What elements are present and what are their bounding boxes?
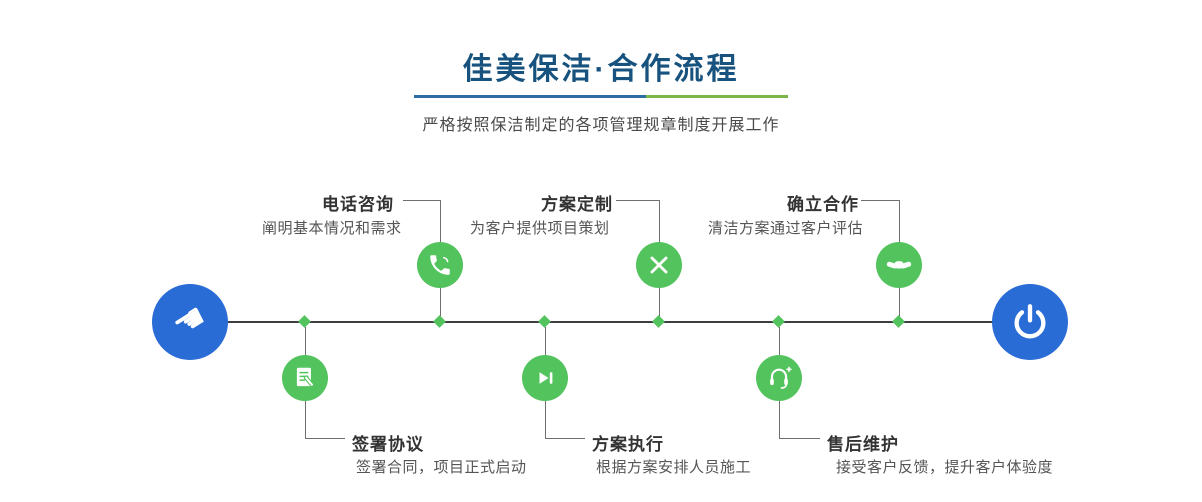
play-forward-icon [539,372,553,384]
connector-line [305,327,306,355]
page-subtitle: 严格按照保洁制定的各项管理规章制度开展工作 [422,117,780,134]
connector-line [659,200,660,242]
timeline-line [190,321,1030,323]
timeline-diamond [433,315,446,328]
page-title: 佳美保洁·合作流程 [462,53,740,86]
connector-line [779,327,780,355]
step-icon-node [417,242,463,288]
connector-line [440,288,441,318]
power-icon [1014,304,1046,339]
step-icon-node [522,355,568,401]
step-description: 阐明基本情况和需求 [262,220,402,237]
step-description: 根据方案安排人员施工 [596,459,752,476]
connector-line [305,401,306,438]
step-description: 签署合同，项目正式启动 [356,459,527,476]
phone-icon [430,255,450,275]
timeline-diamond [772,315,785,328]
step-label: 签署协议 [352,435,424,454]
step-icon-node [282,355,328,401]
step-label: 电话咨询 [322,195,394,214]
timeline-end-node [992,284,1068,360]
connector-line [779,401,780,438]
contract-icon [296,367,315,388]
connector-line [545,327,546,355]
headset-icon [770,366,792,389]
timeline-diamond [652,315,665,328]
connector-line [440,200,441,242]
step-icon-node [876,242,922,288]
step-icon-node [636,242,682,288]
step-label: 确立合作 [787,195,859,214]
step-icon-node [756,355,802,401]
step-description: 接受客户反馈，提升客户体验度 [836,459,1054,476]
connector-line [899,200,900,242]
timeline-diamond [298,315,311,328]
timeline-diamond [892,315,905,328]
connector-line [899,288,900,318]
step-description: 为客户提供项目策划 [470,220,610,237]
handshake-icon [886,261,912,269]
connector-line [616,200,659,201]
title-divider [414,95,788,98]
step-description: 清洁方案通过客户评估 [708,220,864,237]
timeline-start-node: ☚ [152,284,228,360]
connector-line [545,438,585,439]
timeline-diamond [538,315,551,328]
step-label: 方案执行 [592,435,664,454]
hand-pointer-icon: ☚ [165,295,215,348]
step-label: 售后维护 [827,435,899,454]
design-tools-icon [650,256,668,274]
connector-line [305,438,345,439]
divider-green-segment [645,95,788,98]
connector-line [861,200,899,201]
step-label: 方案定制 [541,195,613,214]
divider-blue-segment [414,95,646,98]
connector-line [403,200,440,201]
connector-line [545,401,546,438]
connector-line [779,438,820,439]
connector-line [659,288,660,318]
